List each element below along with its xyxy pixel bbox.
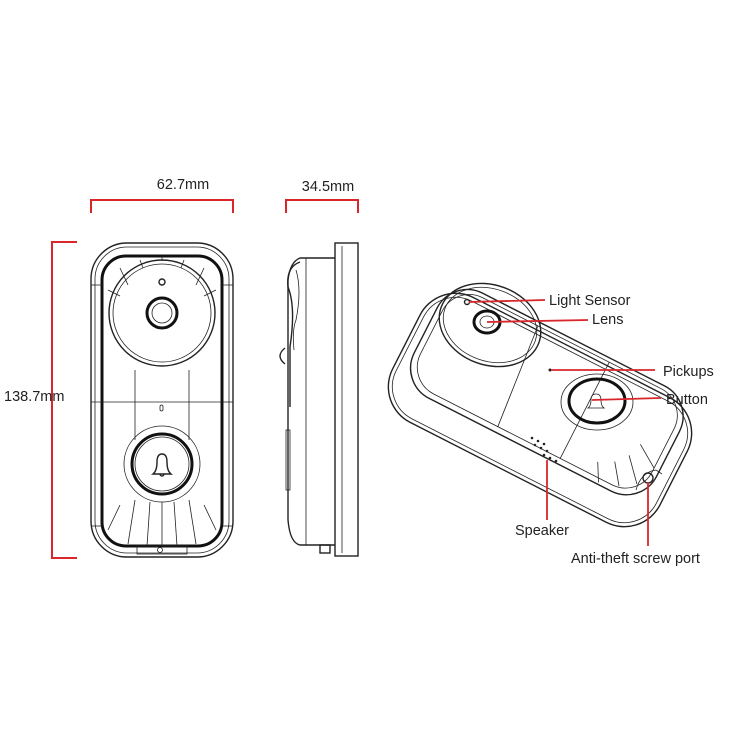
callout-pickups: Pickups (663, 364, 714, 380)
depth-dimension: 34.5mm (285, 179, 359, 213)
callouts: Light Sensor Lens Pickups Button Speaker… (468, 293, 714, 567)
bell-button (130, 432, 194, 496)
callout-speaker: Speaker (515, 523, 569, 539)
light-sensor-icon (158, 278, 166, 286)
callout-screw-port: Anti-theft screw port (571, 551, 700, 567)
height-dimension: 138.7mm (4, 241, 77, 559)
callout-light-sensor: Light Sensor (549, 293, 631, 309)
camera-housing (108, 259, 216, 367)
bell-icon (150, 453, 174, 477)
callout-button: Button (666, 392, 708, 408)
perspective-view (387, 282, 693, 528)
side-view (279, 242, 359, 557)
depth-label: 34.5mm (302, 179, 354, 195)
callout-lens: Lens (592, 312, 623, 328)
pickup-hole (159, 404, 164, 412)
front-view (90, 242, 234, 558)
width-dimension: 62.7mm (90, 177, 234, 213)
speaker-grille-icon (530, 436, 558, 463)
height-label: 138.7mm (4, 389, 64, 405)
lens-icon (145, 296, 179, 330)
width-label: 62.7mm (157, 177, 209, 193)
